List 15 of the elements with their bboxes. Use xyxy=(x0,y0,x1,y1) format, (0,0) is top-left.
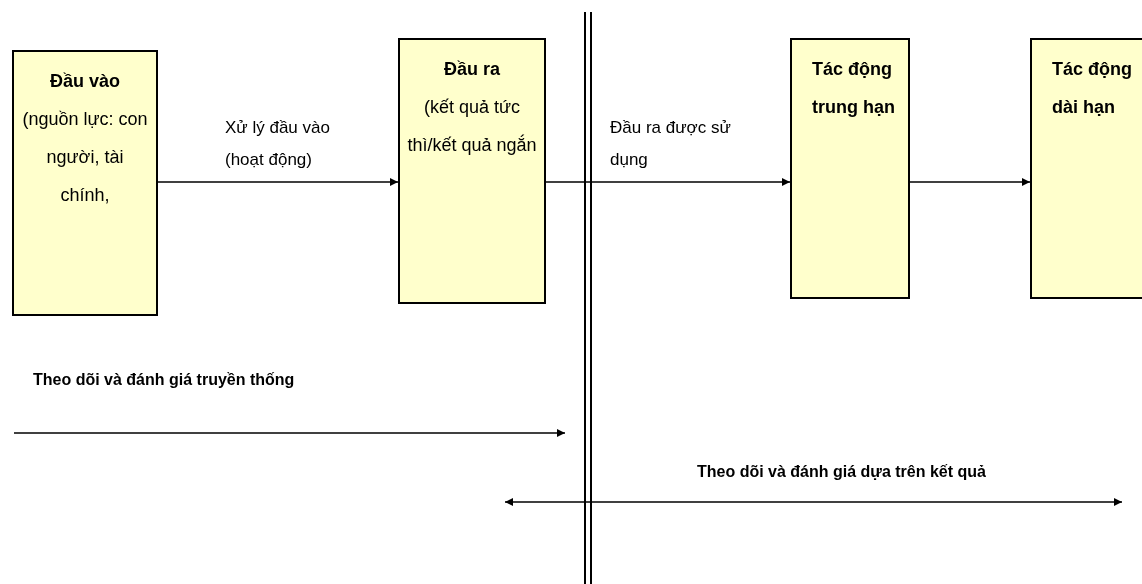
note-text: Theo dõi và đánh giá truyền thống xyxy=(33,370,295,390)
box-text: Tác động trung hạn xyxy=(812,58,896,119)
box-text: (kết quả tức thì/kết quả ngắn xyxy=(406,96,538,157)
box-heading: Đầu ra xyxy=(443,58,501,81)
process-box xyxy=(790,38,910,299)
process-box xyxy=(398,38,546,304)
process-box xyxy=(12,50,158,316)
note-text: Theo dõi và đánh giá dựa trên kết quả xyxy=(697,462,986,482)
process-box xyxy=(1030,38,1142,299)
box-text: (nguồn lực: con người, tài chính, xyxy=(21,108,149,207)
box-text: Tác động dài hạn xyxy=(1052,58,1133,119)
arrow xyxy=(909,178,1031,186)
box-heading: Đầu vào xyxy=(49,70,121,93)
arrow xyxy=(545,178,791,186)
arrow xyxy=(157,178,399,186)
